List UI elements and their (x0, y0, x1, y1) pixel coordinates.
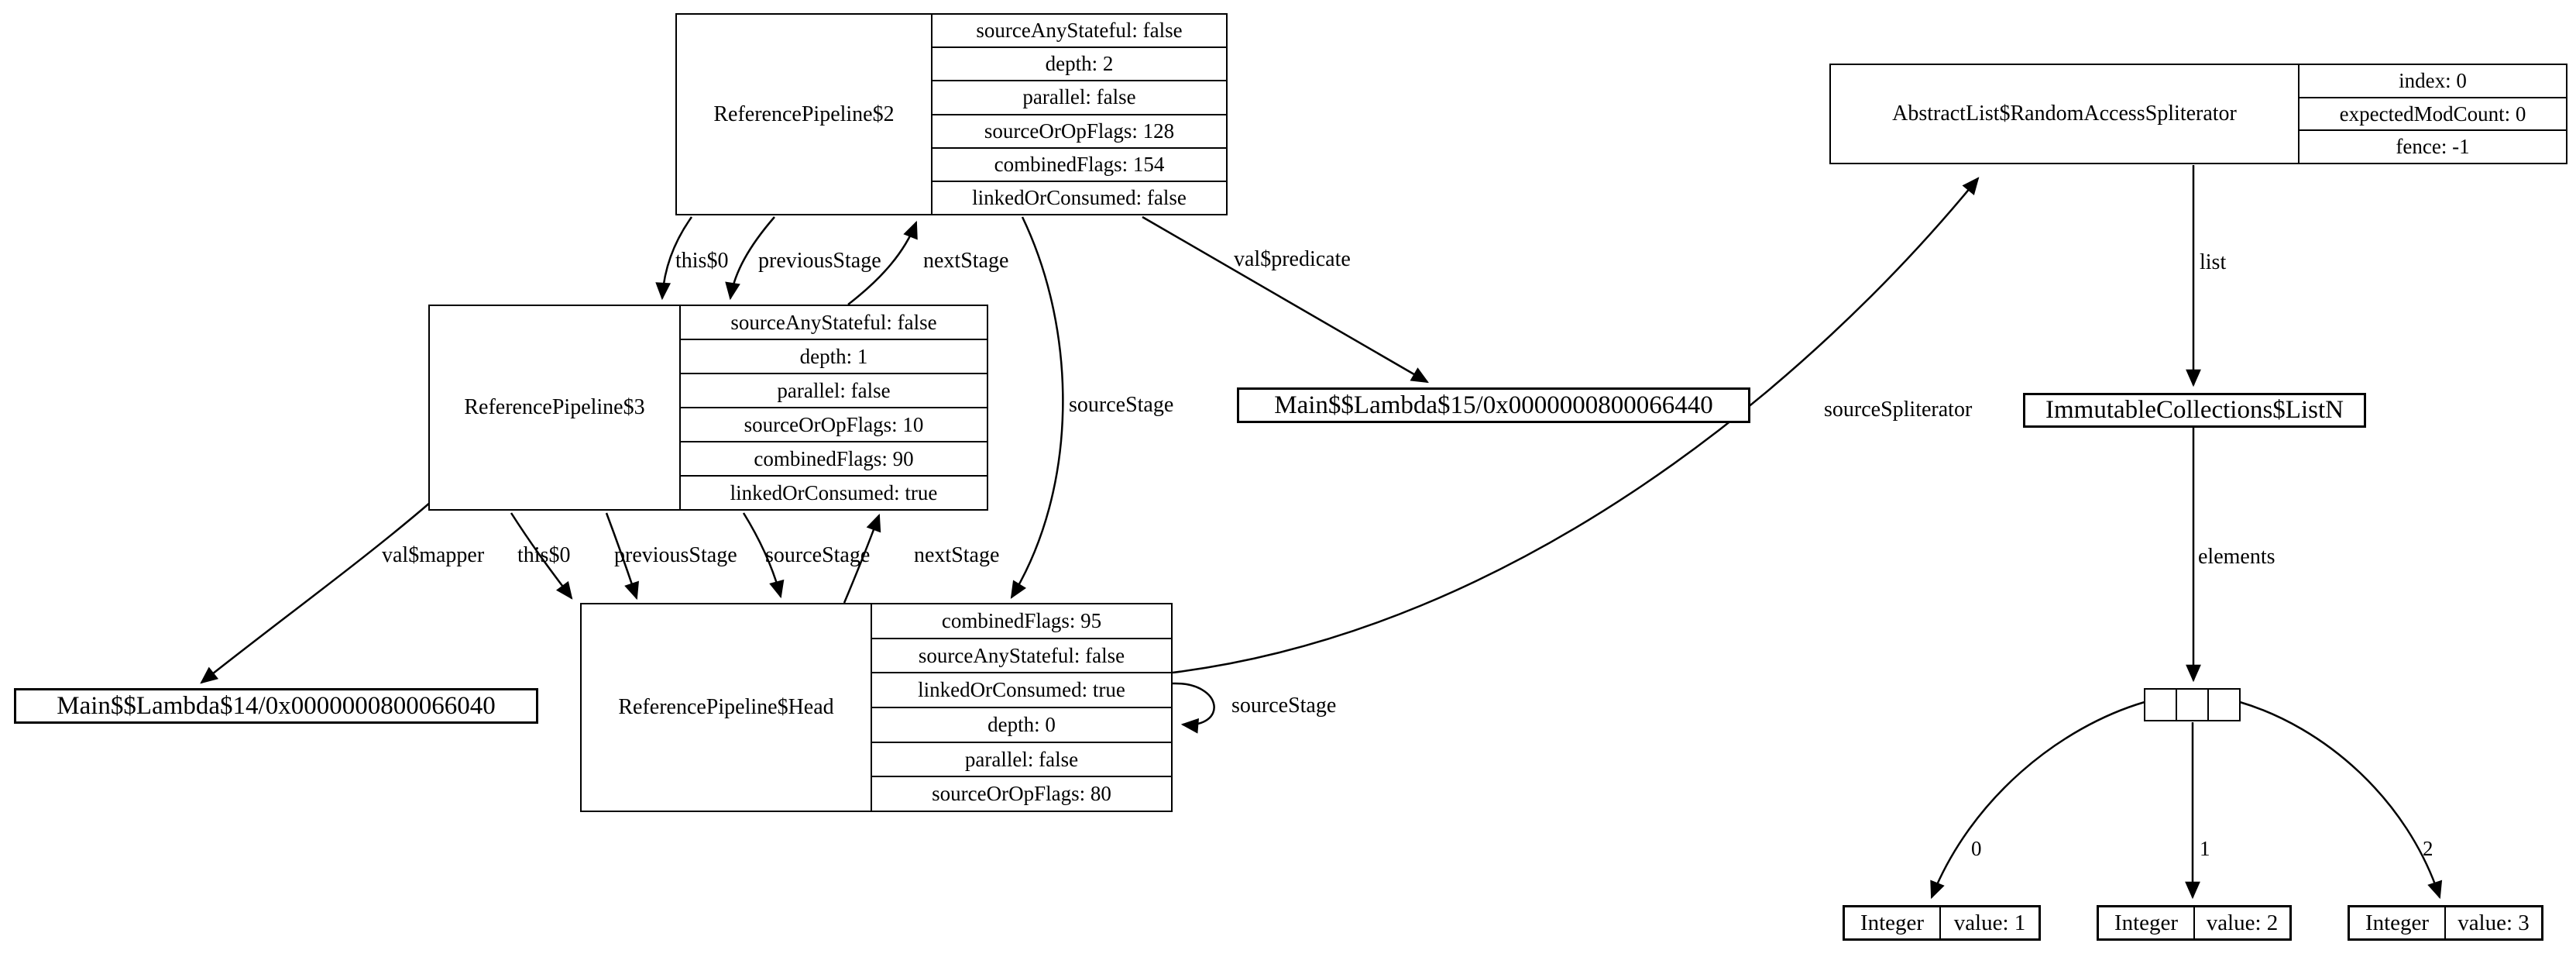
node-title: Integer (2099, 907, 2195, 938)
edge-rp2-previousStage (725, 216, 775, 301)
edge-rp3-valMapper (200, 501, 431, 684)
node-fields: index: 0 expectedModCount: 0 fence: -1 (2300, 65, 2566, 163)
field-row: sourceOrOpFlags: 10 (681, 407, 987, 441)
node-random-access-spliterator: AbstractList$RandomAccessSpliterator ind… (1829, 64, 2567, 164)
array-slot (2207, 690, 2239, 720)
node-fields: sourceAnyStateful: false depth: 2 parall… (933, 15, 1226, 214)
field-row: depth: 1 (681, 339, 987, 373)
edge-label-valPredicate: val$predicate (1234, 247, 1351, 271)
node-title: AbstractList$RandomAccessSpliterator (1831, 65, 2300, 163)
edge-label-index-1: 1 (2200, 837, 2210, 860)
node-reference-pipeline-3: ReferencePipeline$3 sourceAnyStateful: f… (428, 305, 988, 511)
node-title: ReferencePipeline$2 (677, 15, 933, 214)
edge-label-index-0: 0 (1971, 837, 1982, 860)
node-elements-array (2144, 688, 2241, 721)
edge-head-sourceStage-self (1172, 682, 1215, 734)
edge-label-list: list (2200, 250, 2227, 274)
node-title: Integer (1845, 907, 1941, 938)
edge-label-previousStage-mid: previousStage (614, 543, 737, 567)
field-row: expectedModCount: 0 (2300, 96, 2566, 130)
edge-array-2 (2239, 701, 2443, 900)
edge-label-nextStage-top: nextStage (923, 249, 1009, 273)
edge-head-nextStage (843, 513, 881, 604)
field-row: depth: 2 (933, 46, 1226, 80)
edge-label-sourceStage-long: sourceStage (1069, 393, 1174, 417)
field-row: fence: -1 (2300, 129, 2566, 163)
edge-rp3-this0 (510, 512, 573, 600)
field-row: linkedOrConsumed: false (933, 180, 1226, 214)
field-row: depth: 0 (872, 707, 1171, 742)
edge-rp2-sourceStage (1010, 216, 1064, 599)
field-row: sourceAnyStateful: false (730, 310, 937, 334)
edge-label-sourceSpliterator: sourceSpliterator (1824, 398, 1973, 422)
node-title: Integer (2350, 907, 2446, 938)
field-row: linkedOrConsumed: true (681, 475, 987, 509)
edge-rp3-nextStage (847, 220, 918, 305)
field-row: sourceAnyStateful: false (872, 637, 1171, 673)
node-reference-pipeline-head: ReferencePipeline$Head combinedFlags: 95… (580, 603, 1173, 812)
node-title: ReferencePipeline$3 (430, 306, 681, 509)
edge-label-sourceStage-mid: sourceStage (765, 543, 871, 567)
field-row: combinedFlags: 90 (681, 441, 987, 475)
edge-label-previousStage-top: previousStage (758, 249, 881, 273)
edge-label-this0-mid: this$0 (517, 543, 571, 567)
edge-rp2-valPredicate (1142, 215, 1429, 384)
node-lambda-14: Main$$Lambda$14/0x0000000800066040 (14, 688, 538, 724)
node-fields: combinedFlags: 95 sourceAnyStateful: fal… (872, 604, 1171, 811)
node-fields: sourceAnyStateful: false depth: 1 parall… (681, 306, 987, 509)
edge-label-index-2: 2 (2423, 837, 2433, 860)
field-row: combinedFlags: 95 (941, 608, 1102, 632)
field-row: sourceOrOpFlags: 80 (872, 776, 1171, 811)
node-value: value: 3 (2458, 910, 2530, 935)
node-integer-3: Integer value: 3 (2348, 905, 2543, 941)
field-row: linkedOrConsumed: true (872, 672, 1171, 707)
node-value: value: 1 (1953, 910, 2026, 935)
field-row: parallel: false (681, 373, 987, 407)
edge-label-sourceStage-self: sourceStage (1231, 694, 1337, 718)
edge-label-nextStage-mid: nextStage (914, 543, 1000, 567)
field-row: index: 0 (2399, 68, 2467, 92)
edge-head-sourceSpliterator (1172, 177, 1980, 674)
edge-label-this0-top: this$0 (675, 249, 729, 273)
node-reference-pipeline-2: ReferencePipeline$2 sourceAnyStateful: f… (675, 13, 1228, 215)
edge-rp3-previousStage (605, 512, 639, 601)
edge-label-valMapper: val$mapper (382, 543, 485, 567)
array-slot (2176, 690, 2207, 720)
field-row: parallel: false (933, 80, 1226, 113)
edge-rp3-sourceStage (742, 512, 785, 599)
field-row: parallel: false (872, 741, 1171, 776)
node-value: value: 2 (2206, 910, 2279, 935)
field-row: combinedFlags: 154 (933, 146, 1226, 181)
edge-label-elements: elements (2198, 545, 2275, 569)
field-row: sourceOrOpFlags: 128 (933, 113, 1226, 147)
array-slot (2145, 690, 2176, 720)
node-title: ReferencePipeline$Head (582, 604, 872, 811)
node-immutable-collections-listn: ImmutableCollections$ListN (2023, 393, 2366, 428)
node-integer-2: Integer value: 2 (2097, 905, 2292, 941)
node-lambda-15: Main$$Lambda$15/0x0000000800066440 (1237, 387, 1750, 423)
edge-array-0 (1930, 701, 2145, 900)
field-row: sourceAnyStateful: false (976, 19, 1183, 43)
node-integer-1: Integer value: 1 (1843, 905, 2041, 941)
edge-rp2-this0 (655, 216, 693, 301)
